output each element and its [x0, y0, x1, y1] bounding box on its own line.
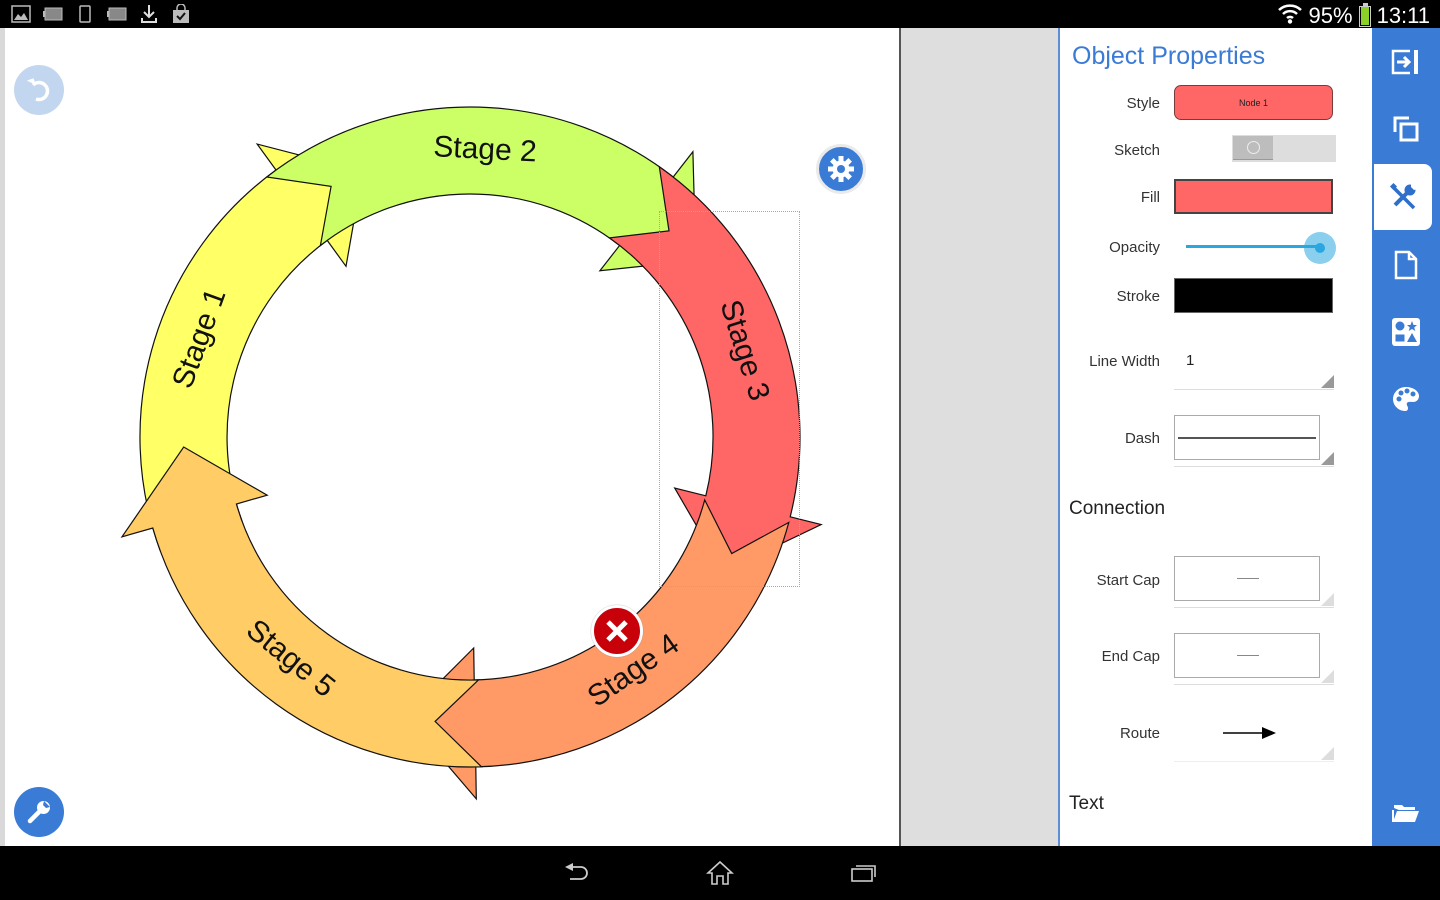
- canvas-gutter: [901, 28, 1059, 846]
- battery-icon: [1358, 2, 1371, 27]
- stage-label: Stage 2: [433, 130, 538, 168]
- canvas-border: [899, 28, 901, 846]
- battery-info-icon: [42, 4, 64, 24]
- delete-node-button[interactable]: [591, 605, 643, 657]
- end-cap-preview: [1174, 633, 1320, 678]
- line-width-label: Line Width: [1089, 353, 1160, 370]
- close-icon: [606, 620, 628, 642]
- dash-label: Dash: [1124, 430, 1160, 447]
- duplicate-button[interactable]: [1372, 96, 1440, 162]
- tablet-icon: [74, 4, 96, 24]
- wrench-icon: [27, 801, 50, 824]
- theme-button[interactable]: [1372, 366, 1440, 432]
- open-file-button[interactable]: [1372, 780, 1440, 846]
- status-right: 95% 13:11: [1277, 2, 1430, 30]
- fill-label: Fill: [1140, 189, 1160, 206]
- undo-button[interactable]: [14, 65, 64, 115]
- fill-color-swatch[interactable]: [1174, 179, 1333, 214]
- download-icon: [138, 4, 160, 24]
- collapse-panel-icon: [1391, 49, 1418, 75]
- opacity-label: Opacity: [1109, 239, 1160, 256]
- stage-arrow-4[interactable]: [404, 498, 790, 801]
- page-icon: [1394, 250, 1418, 280]
- style-button[interactable]: Node 1: [1174, 85, 1333, 120]
- back-icon: [565, 863, 588, 880]
- collapse-panel-button[interactable]: [1372, 29, 1440, 95]
- toggle-knob: [1233, 136, 1273, 160]
- sketch-label: Sketch: [1114, 142, 1160, 159]
- home-icon: [706, 860, 734, 885]
- undo-icon: [26, 78, 50, 102]
- gear-icon: [828, 156, 854, 182]
- tools-tab-button[interactable]: [1374, 164, 1432, 230]
- style-value: Node 1: [1238, 97, 1269, 108]
- connection-section-title: Connection: [1069, 498, 1166, 519]
- stage-arrow-5[interactable]: [120, 446, 483, 768]
- route-label: Route: [1119, 725, 1160, 742]
- palette-icon: [1393, 387, 1419, 411]
- opacity-slider[interactable]: [1186, 232, 1336, 264]
- end-cap-label: End Cap: [1101, 648, 1160, 665]
- clock: 13:11: [1376, 3, 1430, 28]
- start-cap-preview: [1174, 556, 1320, 601]
- wifi-icon: [1277, 2, 1303, 30]
- notification-icons: [10, 4, 192, 24]
- page-button[interactable]: [1372, 232, 1440, 298]
- stroke-label: Stroke: [1116, 288, 1160, 305]
- stroke-color-swatch[interactable]: [1174, 278, 1333, 313]
- shapes-button[interactable]: [1372, 299, 1440, 365]
- battery-info-icon: [106, 4, 128, 24]
- status-bar: 95% 13:11: [0, 0, 1440, 28]
- shapes-icon: [1392, 318, 1420, 346]
- nav-recents-button[interactable]: [844, 858, 884, 888]
- shopping-bag-check-icon: [170, 4, 192, 24]
- end-cap-spinner[interactable]: [1174, 633, 1334, 685]
- object-properties-panel: Object Properties Style Node 1 Sketch Fi…: [1060, 28, 1372, 846]
- nav-home-button[interactable]: [700, 858, 740, 888]
- stage-arrow-2[interactable]: [265, 106, 697, 272]
- sketch-toggle[interactable]: [1232, 135, 1336, 162]
- start-cap-label: Start Cap: [1096, 572, 1160, 589]
- start-cap-spinner[interactable]: [1174, 556, 1334, 608]
- copy-icon: [1393, 116, 1419, 142]
- line-width-value: 1: [1186, 352, 1195, 369]
- panel-title: Object Properties: [1072, 42, 1266, 70]
- stage-arrow-1[interactable]: [139, 143, 364, 552]
- tools-button[interactable]: [14, 787, 64, 837]
- slider-track: [1186, 245, 1320, 248]
- line-width-spinner[interactable]: 1: [1174, 352, 1334, 390]
- recents-icon: [851, 865, 876, 882]
- stage-arrow-3[interactable]: [607, 165, 823, 573]
- right-toolbar: [1372, 28, 1440, 846]
- tools-icon: [1389, 182, 1418, 210]
- panel-divider[interactable]: [1058, 28, 1060, 846]
- nav-back-button[interactable]: [556, 858, 596, 888]
- battery-percent: 95%: [1308, 3, 1353, 28]
- style-label: Style: [1126, 95, 1160, 112]
- text-section-title: Text: [1069, 793, 1104, 814]
- route-spinner[interactable]: [1174, 710, 1334, 762]
- slider-thumb[interactable]: [1304, 232, 1336, 264]
- route-arrow-icon: [1223, 727, 1276, 739]
- dash-spinner[interactable]: [1174, 415, 1334, 467]
- node-settings-button[interactable]: [816, 144, 866, 194]
- dash-preview: [1174, 415, 1320, 460]
- gallery-icon: [10, 4, 32, 24]
- system-nav-bar: [0, 846, 1440, 900]
- folder-open-icon: [1392, 805, 1419, 822]
